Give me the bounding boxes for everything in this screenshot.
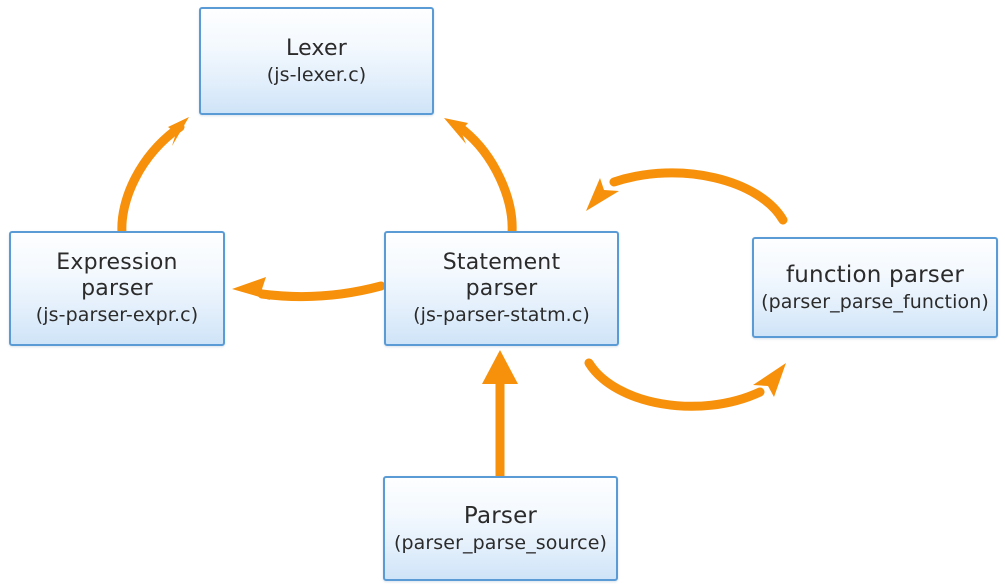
node-expression-parser-title: Expression parser <box>56 250 178 302</box>
arrow-expression-to-lexer <box>117 117 189 238</box>
node-lexer-subtitle: (js-lexer.c) <box>266 63 367 86</box>
node-lexer[interactable]: Lexer (js-lexer.c) <box>199 7 434 115</box>
node-expression-parser[interactable]: Expression parser (js-parser-expr.c) <box>9 231 225 346</box>
node-parser[interactable]: Parser (parser_parse_source) <box>383 476 618 581</box>
node-statement-parser-title: Statement parser <box>442 250 561 302</box>
node-parser-subtitle: (parser_parse_source) <box>393 531 608 554</box>
arrow-statement-to-lexer <box>444 118 517 238</box>
node-lexer-title: Lexer <box>286 35 347 61</box>
node-statement-parser[interactable]: Statement parser (js-parser-statm.c) <box>384 231 619 346</box>
node-function-parser[interactable]: function parser (parser_parse_function) <box>752 237 998 338</box>
arrow-statement-to-expression <box>232 277 386 302</box>
node-function-parser-title: function parser <box>785 261 964 288</box>
node-statement-parser-subtitle: (js-parser-statm.c) <box>413 304 590 327</box>
arrow-function-to-statement <box>586 168 788 225</box>
node-expression-parser-subtitle: (js-parser-expr.c) <box>35 304 199 327</box>
node-parser-title: Parser <box>463 502 538 529</box>
arrow-statement-to-function <box>584 358 786 411</box>
arrow-parser-to-statement <box>482 350 518 476</box>
node-function-parser-subtitle: (parser_parse_function) <box>761 290 989 313</box>
